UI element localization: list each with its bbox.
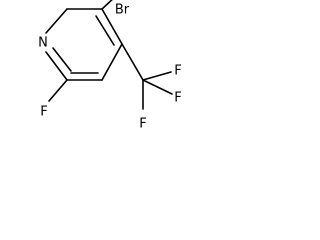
- nitrogen-label: N: [38, 36, 48, 51]
- bond-c2-n: [45, 51, 68, 81]
- bond-c4-cf3: [121, 43, 144, 81]
- bromine-label: Br: [115, 3, 130, 18]
- bond-c2-f: [48, 79, 68, 102]
- bonds: [45, 0, 173, 110]
- bond-c4-c3: [101, 43, 123, 81]
- bond-c2-n-double: [52, 47, 72, 72]
- fluorine-ring-label: F: [40, 105, 47, 120]
- bond-cf3-f-top: [142, 71, 172, 81]
- bond-n-c6: [45, 8, 68, 34]
- bond-c5-c4: [101, 8, 123, 45]
- bond-c5-br: [101, 0, 113, 10]
- bond-c5-c4-double: [95, 15, 115, 46]
- fluorine-bottom-label: F: [139, 117, 146, 132]
- bond-cf3-f-right: [142, 79, 173, 95]
- fluorine-right-label: F: [174, 91, 181, 106]
- atom-labels: N Br F F F F: [38, 3, 182, 132]
- chemical-structure: N Br F F F F: [38, 0, 182, 132]
- fluorine-top-label: F: [174, 64, 181, 79]
